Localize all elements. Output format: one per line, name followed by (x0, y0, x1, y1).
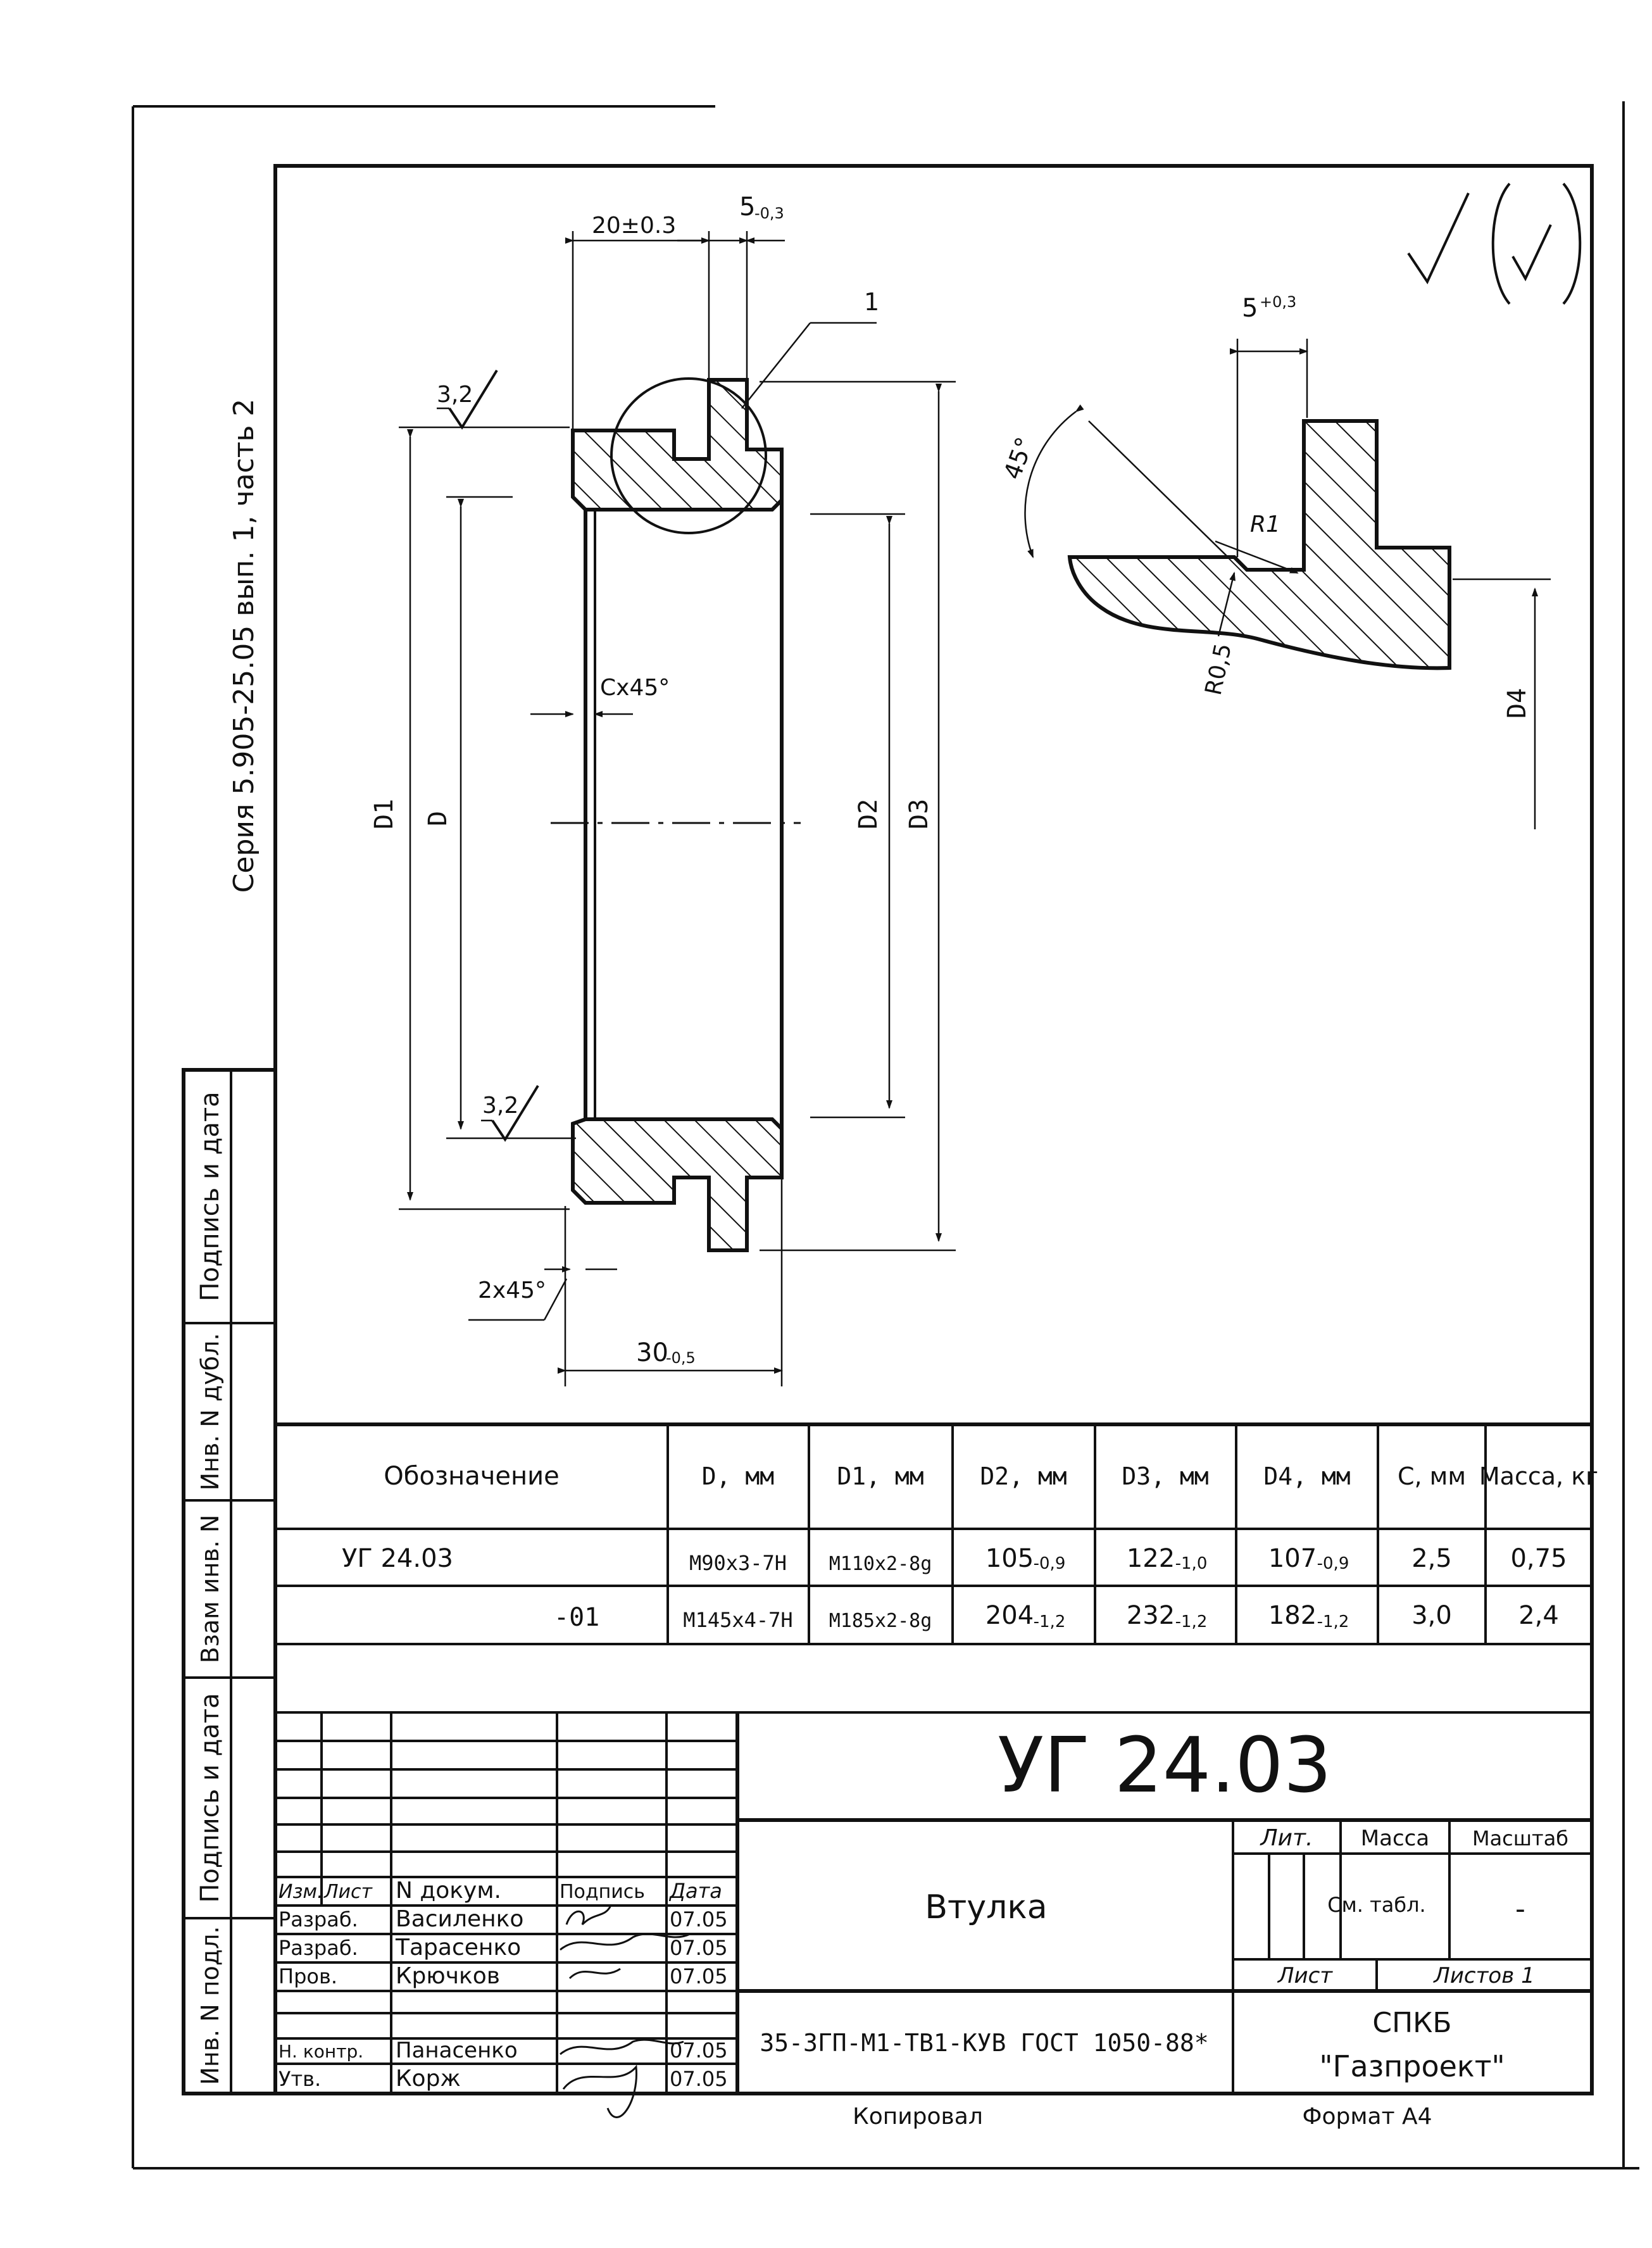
signatures (560, 1905, 691, 2118)
row1-D4: 107 (1268, 1544, 1317, 1573)
row2-D1: M185x2-8g (829, 1610, 932, 1632)
row2-D2: 204 (986, 1601, 1034, 1630)
col-podpis: Подпись (560, 1881, 645, 1903)
name-0: Василенко (396, 1906, 523, 1932)
header-D4: D4, мм (1263, 1462, 1350, 1490)
footer-copied: Копировал (853, 2104, 983, 2130)
detail-angle: 45° (998, 434, 1039, 483)
col-ndokum: N докум. (396, 1878, 501, 1904)
side-label-podpis-data-top: Подпись и дата (196, 1091, 225, 1301)
header-C: C, мм (1398, 1462, 1466, 1490)
header-D3: D3, мм (1122, 1462, 1208, 1490)
role-1: Разраб. (278, 1936, 358, 1960)
doc-number: УГ 24.03 (998, 1722, 1332, 1810)
date-2: 07.05 (670, 1964, 728, 1988)
mass-label: Масса (1361, 1826, 1429, 1851)
detail-R1: R1 (1250, 512, 1280, 537)
dim-30: 30 (636, 1338, 668, 1367)
row1-D: M90x3-7H (689, 1551, 787, 1575)
label-D1: D1 (370, 799, 399, 829)
part-name: Втулка (925, 1888, 1047, 1926)
row1-C: 2,5 (1411, 1544, 1452, 1573)
side-strip (182, 1068, 277, 2095)
dim-30-tol: -0,5 (666, 1349, 696, 1367)
row2-D3-tol: -1,2 (1175, 1612, 1208, 1631)
part-section-view (399, 231, 956, 1386)
label-D3: D3 (904, 799, 934, 829)
date-3: 07.05 (670, 2038, 728, 2063)
side-label-inv-podl: Инв. N подл. (196, 1926, 224, 2085)
side-label-vzam-inv: Взам инв. N (196, 1515, 224, 1664)
parameters-table-grid (275, 1422, 1592, 1714)
row1-D1: M110x2-8g (829, 1553, 932, 1575)
row2-designation: -01 (554, 1603, 599, 1632)
side-label-inv-dubl: Инв. N дубл. (196, 1333, 224, 1491)
detail-view (1024, 339, 1551, 829)
callout-1: 1 (864, 288, 879, 316)
role-3: Н. контр. (278, 2041, 363, 2062)
name-2: Крючков (396, 1963, 500, 1989)
title-block-grid (275, 182, 1592, 2094)
row1-designation: УГ 24.03 (342, 1544, 453, 1573)
detail-D4: D4 (1503, 688, 1532, 719)
detail-dim-5-tol: +0,3 (1260, 293, 1296, 311)
dim-5-top-tol: -0,3 (754, 204, 784, 222)
header-D1: D1, мм (837, 1462, 923, 1490)
roughness-bottom: 3,2 (482, 1093, 518, 1119)
side-label-podpis-data-bottom: Подпись и дата (196, 1693, 225, 1902)
role-4: Утв. (278, 2067, 321, 2091)
material: 35-3ГП-М1-ТВ1-КУВ ГОСТ 1050-88* (760, 2029, 1208, 2057)
dim-20: 20±0.3 (592, 213, 676, 239)
role-0: Разраб. (278, 1907, 358, 1931)
detail-dim-5: 5 (1242, 294, 1258, 323)
name-3: Панасенко (396, 2038, 518, 2063)
row1-D4-tol: -0,9 (1317, 1554, 1349, 1573)
row1-D3-tol: -1,0 (1175, 1554, 1208, 1573)
row2-mass: 2,4 (1518, 1601, 1559, 1630)
scale-value: - (1515, 1893, 1525, 1925)
header-mass: Масса, кг (1479, 1462, 1598, 1490)
header-designation: Обозначение (384, 1462, 560, 1491)
date-0: 07.05 (670, 1907, 728, 1931)
row2-D4-tol: -1,2 (1317, 1612, 1349, 1631)
col-data: Дата (668, 1879, 722, 1903)
name-1: Тарасенко (395, 1935, 521, 1961)
row2-D3: 232 (1127, 1601, 1175, 1630)
chamfer-2: 2x45° (478, 1278, 546, 1303)
header-D2: D2, мм (980, 1462, 1067, 1490)
detail-R05: R0,5 (1201, 641, 1237, 698)
header-D: D, мм (702, 1462, 774, 1490)
sheets-label: Листов 1 (1432, 1963, 1534, 1988)
sheet-label: Лист (1277, 1963, 1333, 1988)
org-line1: СПКБ (1372, 2007, 1451, 2039)
date-1: 07.05 (670, 1936, 728, 1960)
row2-D4: 182 (1268, 1601, 1317, 1630)
row2-D2-tol: -1,2 (1034, 1612, 1066, 1631)
name-4: Корж (396, 2066, 461, 2092)
org-line2: "Газпроект" (1319, 2049, 1505, 2083)
main-frame (273, 164, 1594, 2095)
label-D: D (423, 811, 453, 826)
row1-D2: 105 (986, 1544, 1034, 1573)
dim-5-top: 5 (739, 192, 755, 222)
mass-value: См. табл. (1327, 1893, 1425, 1917)
row2-C: 3,0 (1411, 1601, 1452, 1630)
scale-label: Масштаб (1472, 1826, 1568, 1850)
lit-label: Лит. (1260, 1825, 1313, 1851)
roughness-top: 3,2 (437, 382, 473, 408)
col-izm: Изм. (278, 1881, 323, 1903)
label-D2: D2 (854, 799, 883, 829)
col-list: Лист (323, 1881, 373, 1903)
row1-D3: 122 (1127, 1544, 1175, 1573)
row2-D: M145x4-7H (683, 1608, 792, 1632)
series-note: Серия 5.905-25.05 вып. 1, часть 2 (228, 399, 260, 893)
row1-D2-tol: -0,9 (1034, 1554, 1066, 1573)
role-2: Пров. (278, 1964, 337, 1988)
row1-mass: 0,75 (1510, 1544, 1567, 1573)
chamfer-c: Cx45° (600, 675, 670, 701)
date-4: 07.05 (670, 2067, 728, 2091)
footer-format: Формат А4 (1302, 2104, 1432, 2130)
